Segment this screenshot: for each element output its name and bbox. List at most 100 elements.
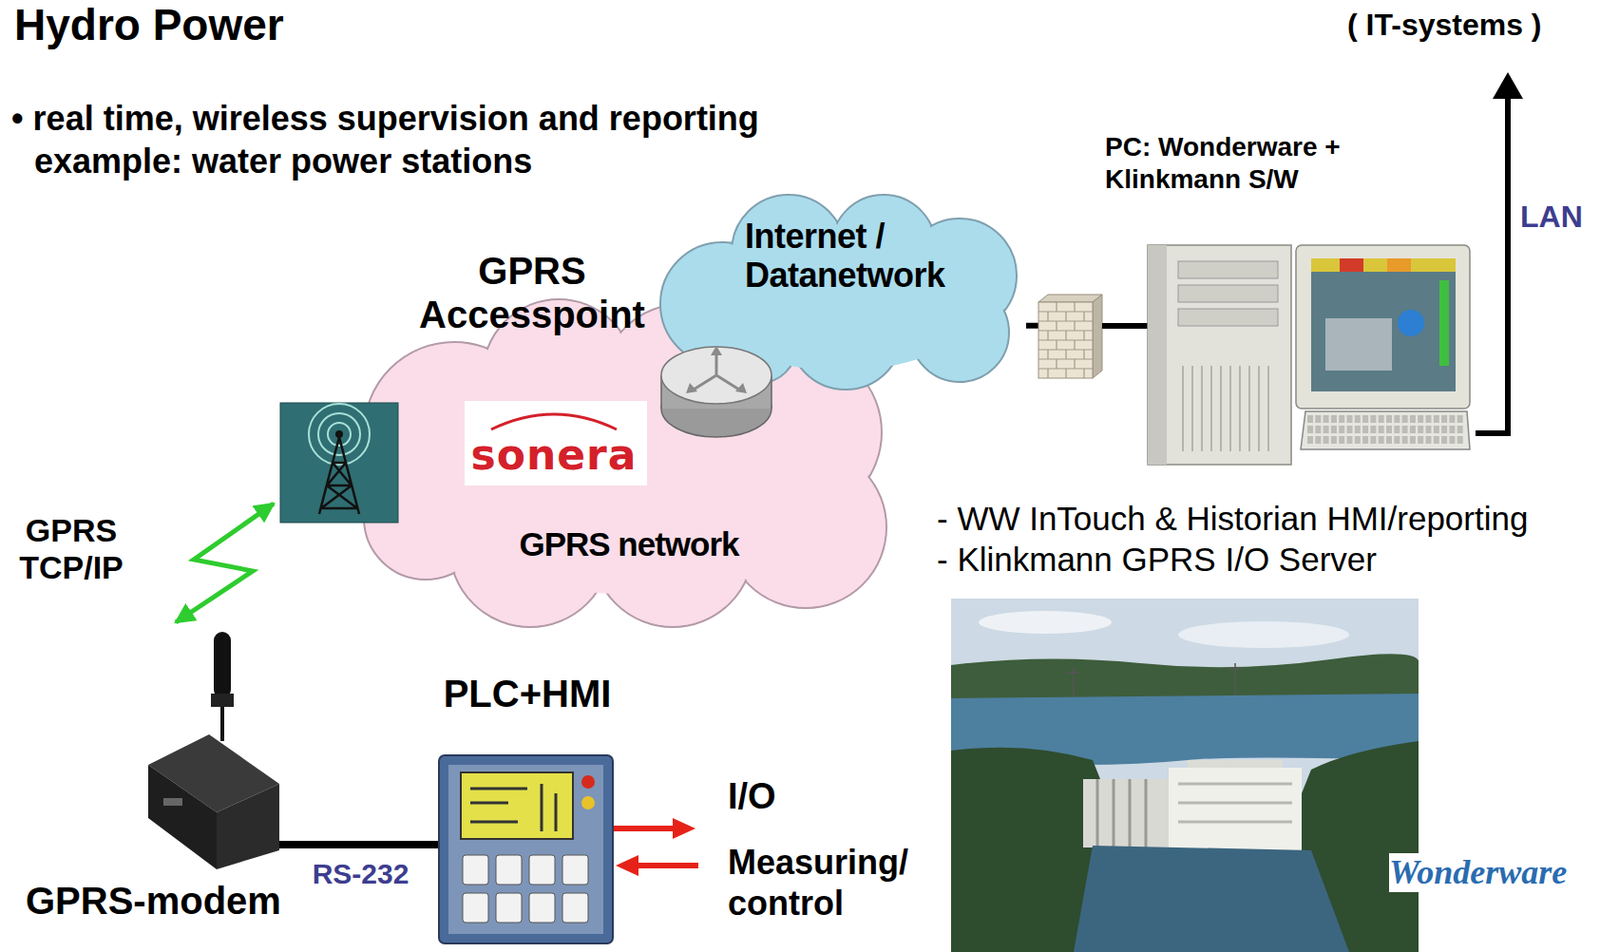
radio-ring bbox=[327, 422, 351, 446]
key bbox=[1448, 415, 1455, 423]
page-title: Hydro Power bbox=[14, 0, 585, 51]
node-heading: GPRS-modem bbox=[25, 878, 285, 923]
firewall-top bbox=[1038, 294, 1103, 303]
modem-icon bbox=[148, 631, 280, 870]
radio-ring bbox=[308, 403, 370, 465]
key bbox=[1417, 425, 1424, 434]
plc-button bbox=[581, 796, 595, 810]
key bbox=[1362, 436, 1369, 444]
label-slot: LAN bbox=[1520, 199, 1597, 235]
label-slot: ( IT-systems ) bbox=[1347, 7, 1576, 43]
gprs-radio-link bbox=[175, 503, 274, 623]
radio-ring bbox=[318, 413, 361, 456]
router-arrow-tip bbox=[710, 345, 723, 356]
key bbox=[1314, 436, 1321, 444]
logo-arc bbox=[491, 414, 617, 430]
router-icon bbox=[661, 345, 772, 438]
power-house bbox=[1168, 767, 1302, 854]
key bbox=[1433, 415, 1440, 423]
pc-workstation: PC: Wonderware + Klinkmann S/W bbox=[1102, 128, 1478, 473]
station-windows bbox=[1178, 783, 1293, 822]
keypad-key bbox=[495, 893, 522, 923]
text-slot: PC: Wonderware + Klinkmann S/W bbox=[1104, 131, 1391, 195]
spillway bbox=[1083, 779, 1169, 848]
firewall-front bbox=[1038, 302, 1093, 379]
sonera-logo: sonera bbox=[464, 400, 648, 486]
spillway-gates bbox=[1097, 779, 1146, 848]
power-station-photo bbox=[951, 598, 1419, 952]
key bbox=[1347, 436, 1353, 444]
text-slot: GPRS Accesspoint bbox=[389, 248, 675, 337]
title-slot: Hydro Power bbox=[14, 0, 585, 51]
key bbox=[1417, 436, 1424, 444]
antenna bbox=[213, 631, 231, 699]
internet-cloud: Internet / Datanetwork bbox=[655, 190, 1027, 390]
key bbox=[1393, 425, 1400, 434]
screen-gauge bbox=[1439, 280, 1449, 366]
modem-port bbox=[163, 798, 183, 806]
lan-arrow-head bbox=[1492, 72, 1524, 99]
key bbox=[1402, 425, 1409, 434]
keypad-key bbox=[562, 855, 589, 885]
key bbox=[1307, 436, 1314, 444]
text-slot: GPRS network bbox=[505, 525, 753, 564]
key bbox=[1426, 436, 1432, 444]
tail-water bbox=[1073, 845, 1350, 952]
firewall-side bbox=[1092, 294, 1103, 379]
output-arrow-head bbox=[672, 818, 696, 839]
key bbox=[1347, 415, 1353, 423]
key bbox=[1338, 415, 1345, 423]
key bbox=[1402, 436, 1409, 444]
key bbox=[1409, 415, 1416, 423]
label-slot: - WW InTouch & Historian HMI/reporting bbox=[936, 498, 1593, 539]
key bbox=[1393, 415, 1400, 423]
key bbox=[1378, 415, 1385, 423]
lan-arrow bbox=[1475, 72, 1524, 434]
node-heading: GPRS Accesspoint bbox=[389, 248, 675, 337]
key bbox=[1448, 436, 1455, 444]
key bbox=[1362, 415, 1369, 423]
link-label: GPRS TCP/IP bbox=[9, 512, 134, 587]
key bbox=[1323, 415, 1330, 423]
it-systems-label: ( IT-systems ) bbox=[1347, 7, 1576, 43]
plc-icon bbox=[438, 755, 613, 944]
router-arrow-tip bbox=[685, 382, 698, 394]
edge-label-slot: RS-232 bbox=[304, 857, 419, 892]
key bbox=[1441, 436, 1448, 444]
text-slot: sonera bbox=[464, 431, 644, 480]
plc-display bbox=[460, 772, 573, 839]
tower-tile bbox=[280, 402, 399, 523]
key bbox=[1362, 425, 1369, 434]
screen-ok bbox=[1387, 258, 1411, 272]
bullet-note: • real time, wireless supervision and re… bbox=[11, 96, 848, 183]
output-arrow-line bbox=[612, 825, 677, 832]
key bbox=[1323, 436, 1330, 444]
cable-stub bbox=[432, 840, 439, 849]
cable-stub bbox=[1102, 323, 1148, 329]
pc-tower bbox=[1147, 245, 1292, 465]
key bbox=[1426, 415, 1432, 423]
input-arrow-line bbox=[634, 862, 699, 869]
key bbox=[1386, 415, 1392, 423]
io-label: Measuring/ control bbox=[727, 841, 928, 924]
key bbox=[1314, 415, 1321, 423]
modem-side bbox=[216, 783, 280, 870]
keypad-key bbox=[495, 855, 522, 885]
key bbox=[1448, 425, 1455, 434]
keypad-key bbox=[462, 855, 489, 885]
io-label: I/O bbox=[727, 776, 823, 819]
display-graphics bbox=[470, 783, 556, 832]
key bbox=[1441, 415, 1448, 423]
key bbox=[1457, 436, 1464, 444]
key bbox=[1338, 436, 1345, 444]
keypad-key bbox=[462, 893, 489, 923]
software-note: - WW InTouch & Historian HMI/reporting bbox=[936, 498, 1593, 539]
sky-cloud bbox=[978, 610, 1112, 634]
software-note: - Klinkmann GPRS I/O Server bbox=[936, 539, 1593, 580]
node-text: GPRS network bbox=[505, 525, 753, 564]
key bbox=[1402, 415, 1409, 423]
key bbox=[1409, 425, 1416, 434]
key bbox=[1457, 425, 1464, 434]
key bbox=[1426, 425, 1432, 434]
screen-plant bbox=[1325, 318, 1392, 371]
